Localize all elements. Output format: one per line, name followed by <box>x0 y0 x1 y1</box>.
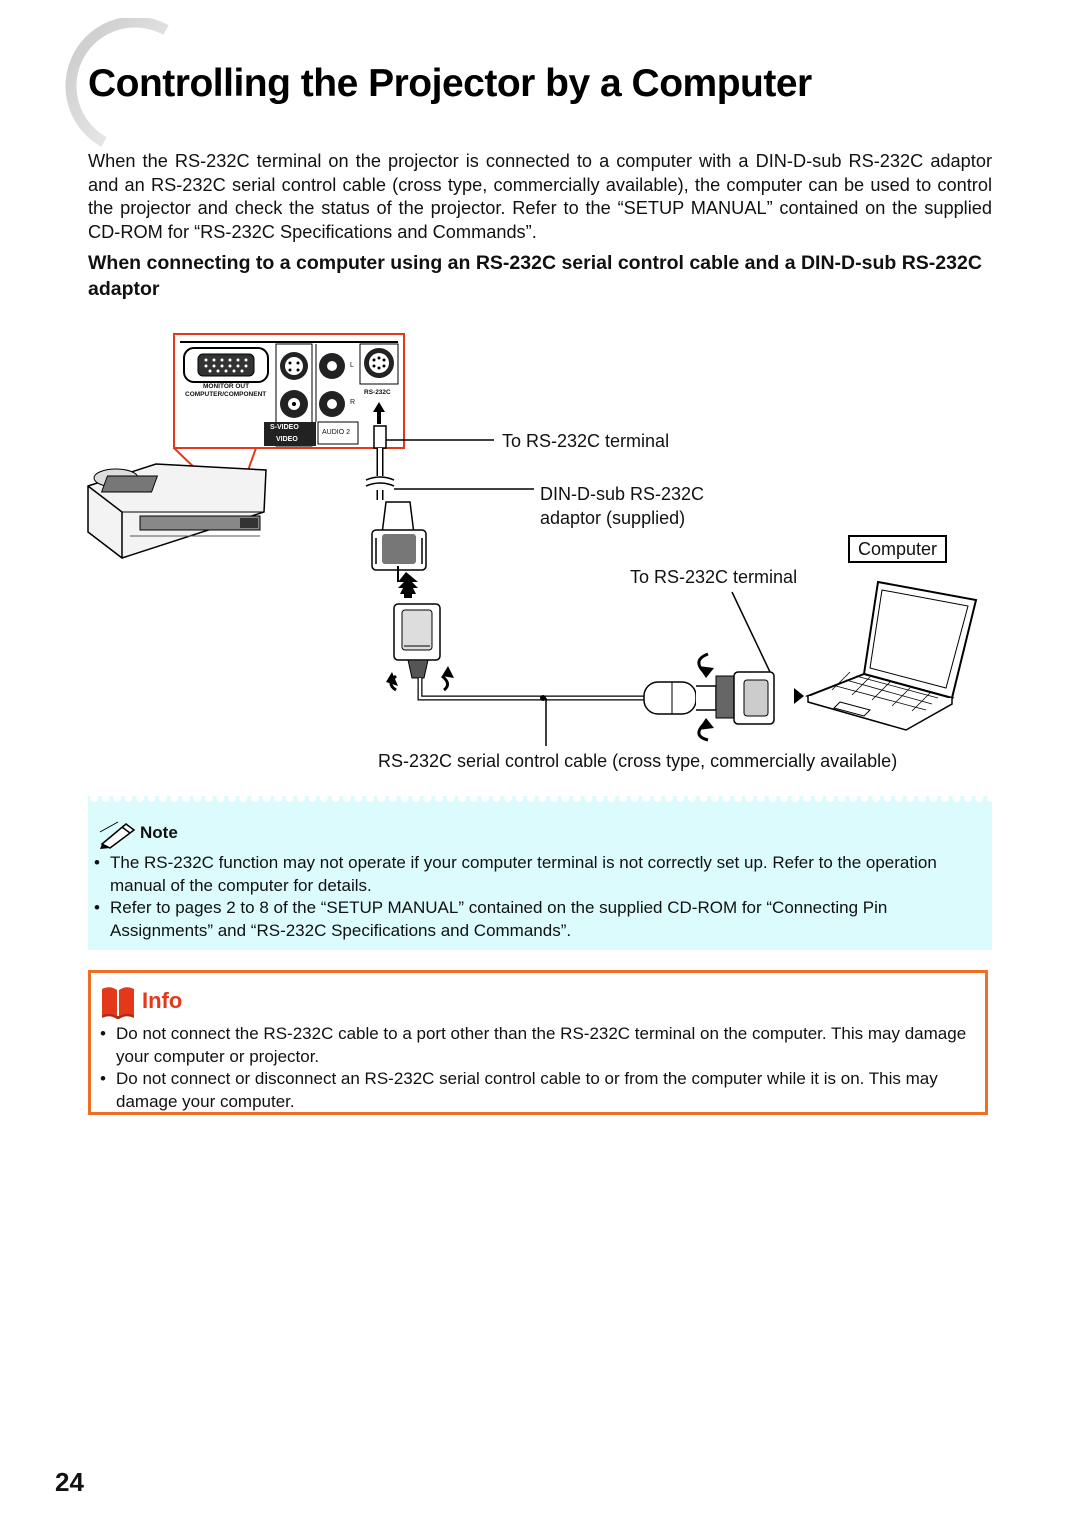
page-title: Controlling the Projector by a Computer <box>88 62 812 105</box>
computer-label: Computer <box>848 535 948 563</box>
adaptor-label-line2: adaptor (supplied) <box>540 508 686 528</box>
rs232c-port-label: RS-232C <box>364 389 391 396</box>
cable-dsub-connector-right <box>643 652 804 742</box>
diagram-drawing <box>87 333 978 746</box>
port-panel <box>180 341 399 447</box>
info-item-text: Do not connect or disconnect an RS-232C … <box>116 1069 938 1111</box>
pencil-note-icon <box>99 821 136 849</box>
computer-component-label: COMPUTER/COMPONENT <box>185 391 267 398</box>
list-item: •The RS-232C function may not operate if… <box>94 853 937 895</box>
title-circle-decoration <box>65 18 169 147</box>
list-item: •Refer to pages 2 to 8 of the “SETUP MAN… <box>94 898 888 940</box>
audio-left-label: L <box>350 362 354 369</box>
din-cable <box>365 425 395 500</box>
section-subheading: When connecting to a computer using an R… <box>88 252 982 300</box>
info-label: Info <box>142 988 183 1013</box>
intro-paragraph: When the RS-232C terminal on the project… <box>88 151 992 242</box>
audio-right-label: R <box>350 399 356 406</box>
s-video-label: S-VIDEO <box>270 424 299 431</box>
page-number: 24 <box>55 1467 84 1497</box>
connection-diagram: MONITOR OUT COMPUTER/COMPONENT RS-232C S… <box>80 326 1000 786</box>
note-item-text: Refer to pages 2 to 8 of the “SETUP MANU… <box>110 898 888 940</box>
list-item: •Do not connect the RS-232C cable to a p… <box>100 1024 967 1066</box>
info-box <box>88 970 988 1115</box>
list-item: •Do not connect or disconnect an RS-232C… <box>100 1069 938 1111</box>
projector-illustration <box>87 463 267 559</box>
info-list: •Do not connect the RS-232C cable to a p… <box>96 1023 986 1113</box>
to-terminal-projector-label: To RS-232C terminal <box>502 431 670 451</box>
to-terminal-computer-label: To RS-232C terminal <box>630 567 798 587</box>
video-label: VIDEO <box>276 436 298 443</box>
cable-label: RS-232C serial control cable (cross type… <box>378 751 898 771</box>
note-label: Note <box>140 823 178 842</box>
monitor-out-label: MONITOR OUT <box>203 383 250 390</box>
cable-dsub-connector-left <box>386 603 454 692</box>
laptop-illustration <box>804 580 978 731</box>
note-item-text: The RS-232C function may not operate if … <box>110 853 937 895</box>
book-info-icon <box>102 987 134 1019</box>
adaptor-label-line1: DIN-D-sub RS-232C <box>540 484 705 504</box>
din-dsub-adaptor <box>371 501 427 582</box>
audio2-label: AUDIO 2 <box>322 429 351 436</box>
note-list: •The RS-232C function may not operate if… <box>90 852 980 942</box>
note-scallop-edge <box>88 796 992 808</box>
info-item-text: Do not connect the RS-232C cable to a po… <box>116 1024 967 1066</box>
note-box <box>88 796 992 950</box>
